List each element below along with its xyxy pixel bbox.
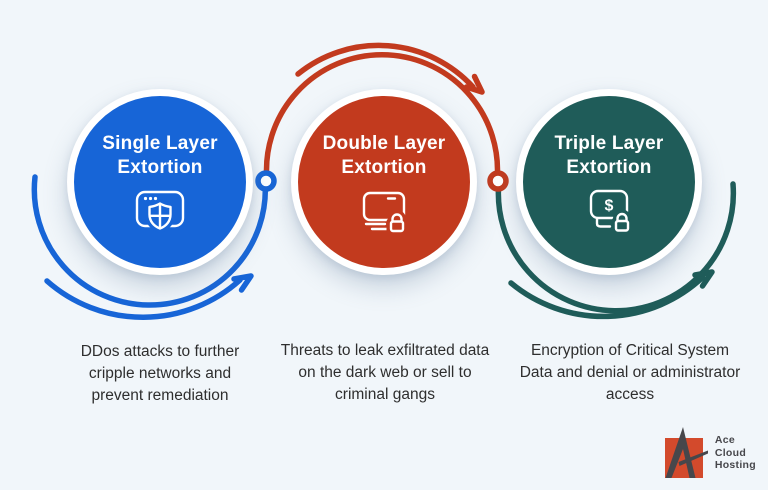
chat-dollar-lock-icon: $ bbox=[589, 189, 633, 234]
logo-swoosh bbox=[678, 450, 708, 466]
step2-arrow-arc bbox=[295, 42, 476, 90]
laptop-lock-icon bbox=[362, 191, 408, 234]
step1-circle: Single Layer Extortion bbox=[67, 89, 253, 275]
step1-arrowhead-icon bbox=[231, 273, 254, 293]
step2-loop-arc bbox=[263, 52, 501, 184]
step3-arrow-arc bbox=[508, 274, 706, 320]
step1-description: DDos attacks to further cripple networks… bbox=[80, 343, 240, 404]
ace-cloud-hosting-logo: Ace Cloud Hosting bbox=[659, 426, 756, 480]
step3-circle: Triple Layer Extortion $ bbox=[516, 89, 702, 275]
connector-dot-1 bbox=[255, 170, 277, 192]
step3-description: Encryption of Critical System Data and d… bbox=[519, 342, 741, 403]
logo-wordmark: Ace Cloud Hosting bbox=[714, 434, 756, 472]
step1-loop-arc bbox=[31, 174, 269, 308]
step3-loop-arc bbox=[495, 178, 737, 314]
ace-logo-mark bbox=[664, 427, 708, 478]
browser-shield-icon bbox=[135, 190, 185, 233]
step2-title: Double Layer Extortion bbox=[322, 133, 446, 178]
logo-a-shape bbox=[665, 427, 696, 478]
step1-arrow-arc bbox=[44, 277, 243, 321]
step2-description: Threats to leak exfiltrated data on the … bbox=[280, 342, 490, 403]
step3-title: Triple Layer Extortion bbox=[554, 133, 664, 178]
step1-title: Single Layer Extortion bbox=[102, 133, 218, 178]
connector-dot-2 bbox=[487, 170, 509, 192]
step3-arrowhead-icon bbox=[692, 269, 715, 289]
dollar-glyph: $ bbox=[605, 198, 614, 215]
step2-circle: Double Layer Extortion bbox=[291, 89, 477, 275]
step2-arrowhead-icon bbox=[463, 73, 485, 95]
